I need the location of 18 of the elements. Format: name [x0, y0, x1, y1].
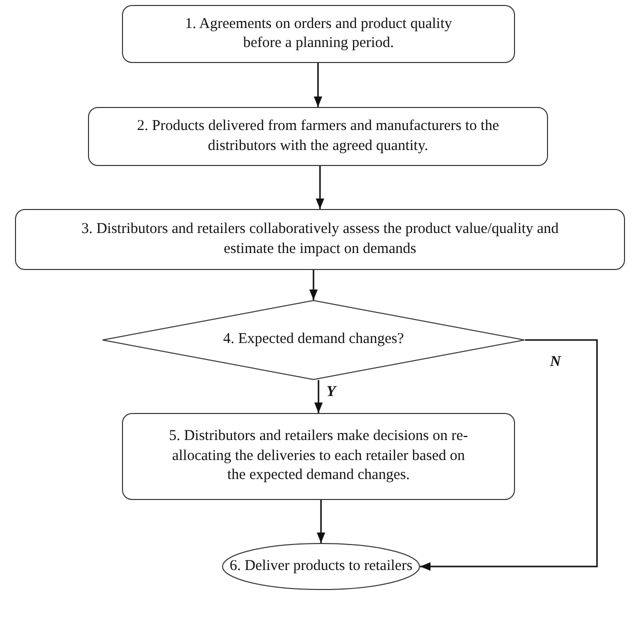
step-text: 2. Products delivered from farmers and manufacturers to the distributors with the agreed quantity. [136, 117, 500, 156]
step-text: 6. Deliver products to retailers [230, 556, 412, 576]
arrow [420, 339, 598, 571]
process-box [15, 209, 625, 270]
process-box [122, 413, 515, 500]
process-box [122, 5, 515, 63]
arrow [314, 63, 322, 107]
terminal-ellipse [222, 543, 420, 590]
arrow [309, 270, 318, 300]
step-text: 4. Expected demand changes? [223, 330, 404, 350]
arrow [316, 166, 324, 209]
step-text: 1. Agreements on orders and product quality before a planning period. [184, 14, 454, 53]
step-text: 3. Distributors and retailers collaboratively assess the product value/quality and estimate the impact on demands [80, 220, 560, 258]
step-text: 5. Distributors and retailers make decisions on re-allocating the deliveries to each retailer based on the expected demand changes. [168, 427, 470, 486]
decision-diamond [102, 300, 525, 380]
arrow [314, 380, 323, 413]
process-box [88, 107, 548, 166]
arrow [316, 500, 326, 543]
